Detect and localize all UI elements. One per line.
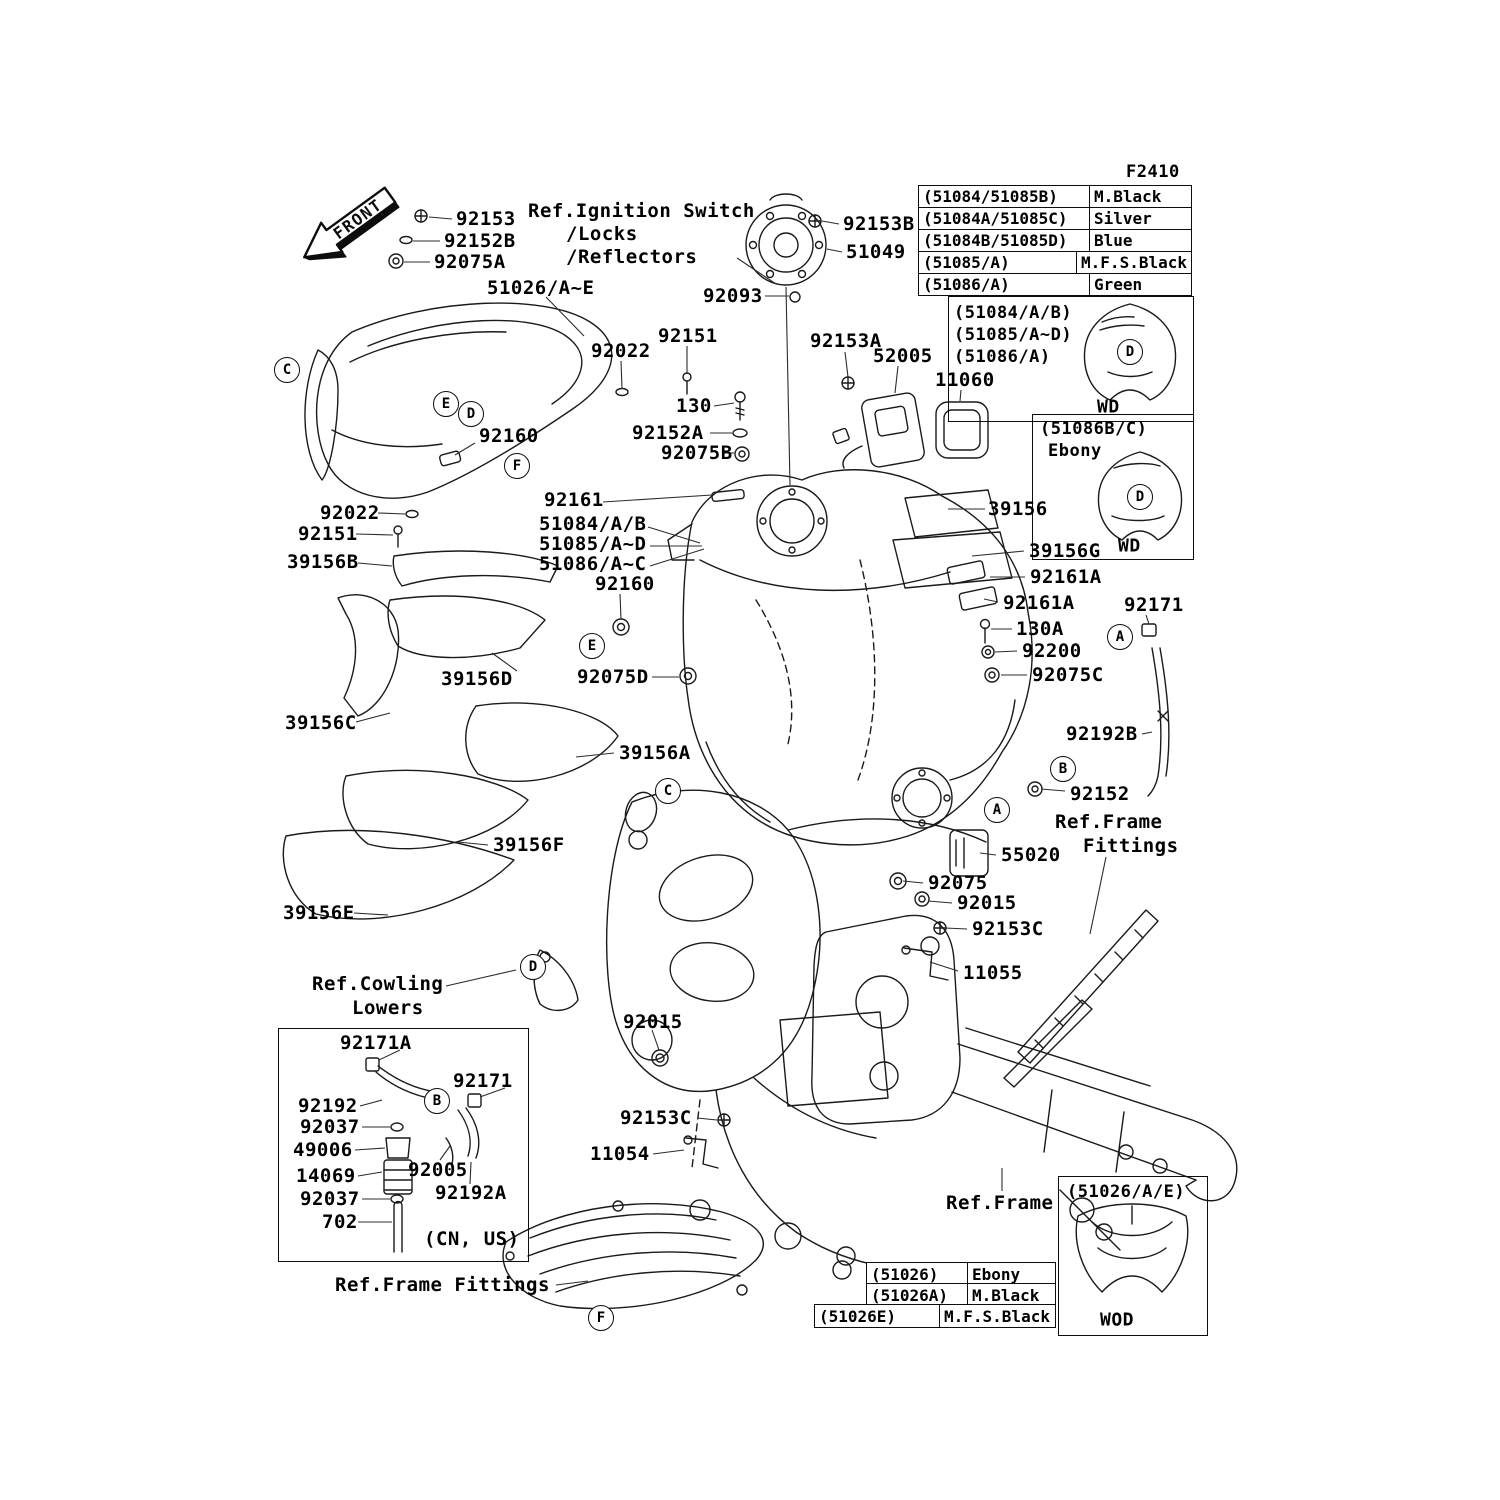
variant-color-cell: M.F.S.Black	[944, 1306, 1050, 1326]
upper-cowl	[304, 302, 613, 499]
frame-fitting-strip	[1003, 909, 1159, 1088]
hardware-icons	[388, 209, 1043, 1127]
fuel-tap-assembly	[365, 1057, 482, 1253]
fuel-tap-detail-box	[278, 1028, 529, 1262]
variant-code-cell: (51085/A)	[923, 253, 1010, 272]
table-row: (51084/51085B) M.Black	[919, 186, 1191, 207]
variant-box-51026	[1058, 1176, 1208, 1336]
variant-tank-front	[1075, 1203, 1189, 1293]
leader-lines	[353, 216, 1153, 1286]
variant-code-cell: (51084B/51085D)	[923, 231, 1068, 250]
gauge-gasket	[935, 401, 989, 459]
table-row: (51026E) M.F.S.Black	[814, 1304, 1056, 1328]
variant-code-cell: (51026)	[867, 1263, 968, 1285]
variant-box-51084	[948, 296, 1194, 422]
variant-code-cell: (51026E)	[815, 1305, 940, 1327]
variant-code-cell: (51084/51085B)	[923, 187, 1058, 206]
variant-color-cell: Blue	[1089, 230, 1191, 251]
variant-color-cell: M.Black	[972, 1285, 1040, 1305]
fuel-gauge	[832, 392, 925, 469]
variant-color-cell: Silver	[1089, 208, 1191, 229]
variant-code-cell: (51084A/51085C)	[923, 209, 1068, 228]
table-row: (51086/A) Green	[919, 273, 1191, 295]
table-row: (51084A/51085C) Silver	[919, 207, 1191, 229]
variant-color-cell: Green	[1089, 274, 1191, 295]
fuel-cap	[745, 193, 827, 303]
variant-box-51086bc	[1032, 414, 1194, 560]
cowling-stay	[533, 949, 579, 1011]
variant-color-cell: Ebony	[972, 1264, 1021, 1284]
bottom-cowl	[502, 1200, 764, 1310]
variant-code-cell: (51026A)	[867, 1284, 968, 1306]
drain-hose	[1141, 623, 1170, 797]
variant-color-cell: M.Black	[1089, 186, 1191, 207]
decals	[282, 550, 619, 920]
variant-code-cell: (51086/A)	[923, 275, 1010, 294]
table-row: (51084B/51085D) Blue	[919, 229, 1191, 251]
small-brackets	[683, 829, 989, 1169]
variant-color-cell: M.F.S.Black	[1076, 252, 1191, 273]
table-row: (51026) Ebony	[866, 1262, 1056, 1286]
table-row: (51026A) M.Black	[866, 1283, 1056, 1307]
table-row: (51085/A) M.F.S.Black	[919, 251, 1191, 273]
variant-tank-top-2	[1097, 451, 1183, 541]
tank-pads	[892, 489, 1013, 611]
color-variant-table: (51084/51085B) M.Black (51084A/51085C) S…	[918, 185, 1192, 296]
variant-tank-top-1	[1083, 303, 1177, 401]
front-arrow: FRONT	[303, 186, 400, 261]
fuel-tank	[667, 469, 1033, 846]
